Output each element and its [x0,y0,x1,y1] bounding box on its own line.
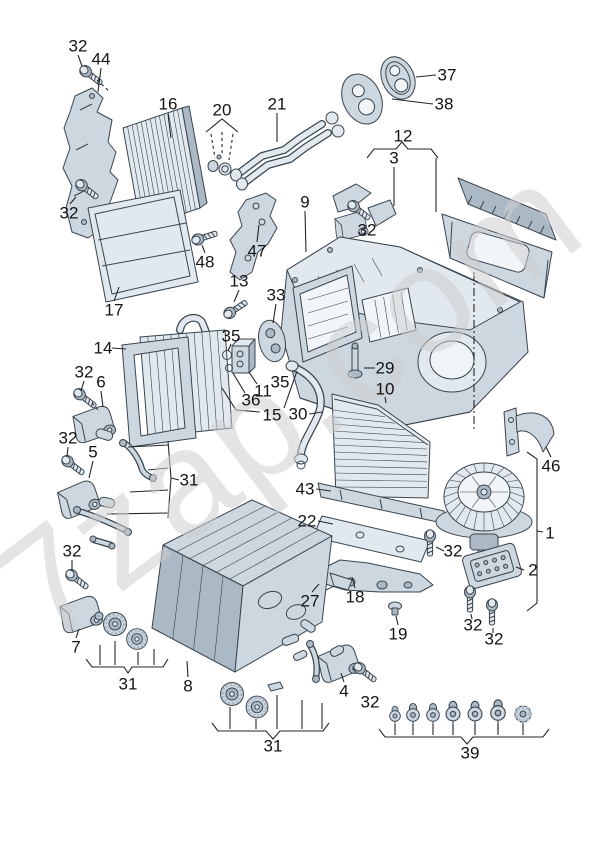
bolt-icon [350,659,380,686]
seal-38 [341,73,383,125]
nut-19 [388,601,402,616]
expansion-valve-11 [231,338,256,374]
small-parts-row-39 [389,699,533,732]
stud-29 [347,342,363,379]
gear-icon [219,681,245,707]
evaporator-14 [121,313,233,448]
o-ring-36 [225,364,233,372]
bracket-47 [229,192,278,281]
bolt-icon [70,385,100,412]
flange-33 [258,319,286,363]
leader-lines [66,54,552,745]
bolt-icon [464,585,476,613]
linkage-rods-31 [73,428,157,550]
lower-housing-8 [151,499,333,673]
bolt-icon [189,227,220,248]
hvac-housing-9 [280,236,529,429]
panel-17 [87,189,199,303]
gear-icon [244,694,270,720]
bracket-3-assembly [332,183,397,242]
seal-37 [380,56,416,100]
gear-icon [125,627,149,651]
blower-resistor-2 [462,542,522,590]
hose-30 [285,360,325,470]
pipes-21 [230,106,352,191]
bracket-46 [503,407,555,457]
linkage-rods-lower [267,619,345,692]
blower-assembly-1 [435,462,533,559]
gear-wheels [94,611,270,720]
filter-cover-43 [317,482,448,525]
o-ring-35 [222,350,232,360]
bolt-icon [486,598,498,626]
cabin-filter-10 [331,393,431,499]
bolt-icon [220,296,250,322]
air-intake-housing-12 [441,177,557,299]
